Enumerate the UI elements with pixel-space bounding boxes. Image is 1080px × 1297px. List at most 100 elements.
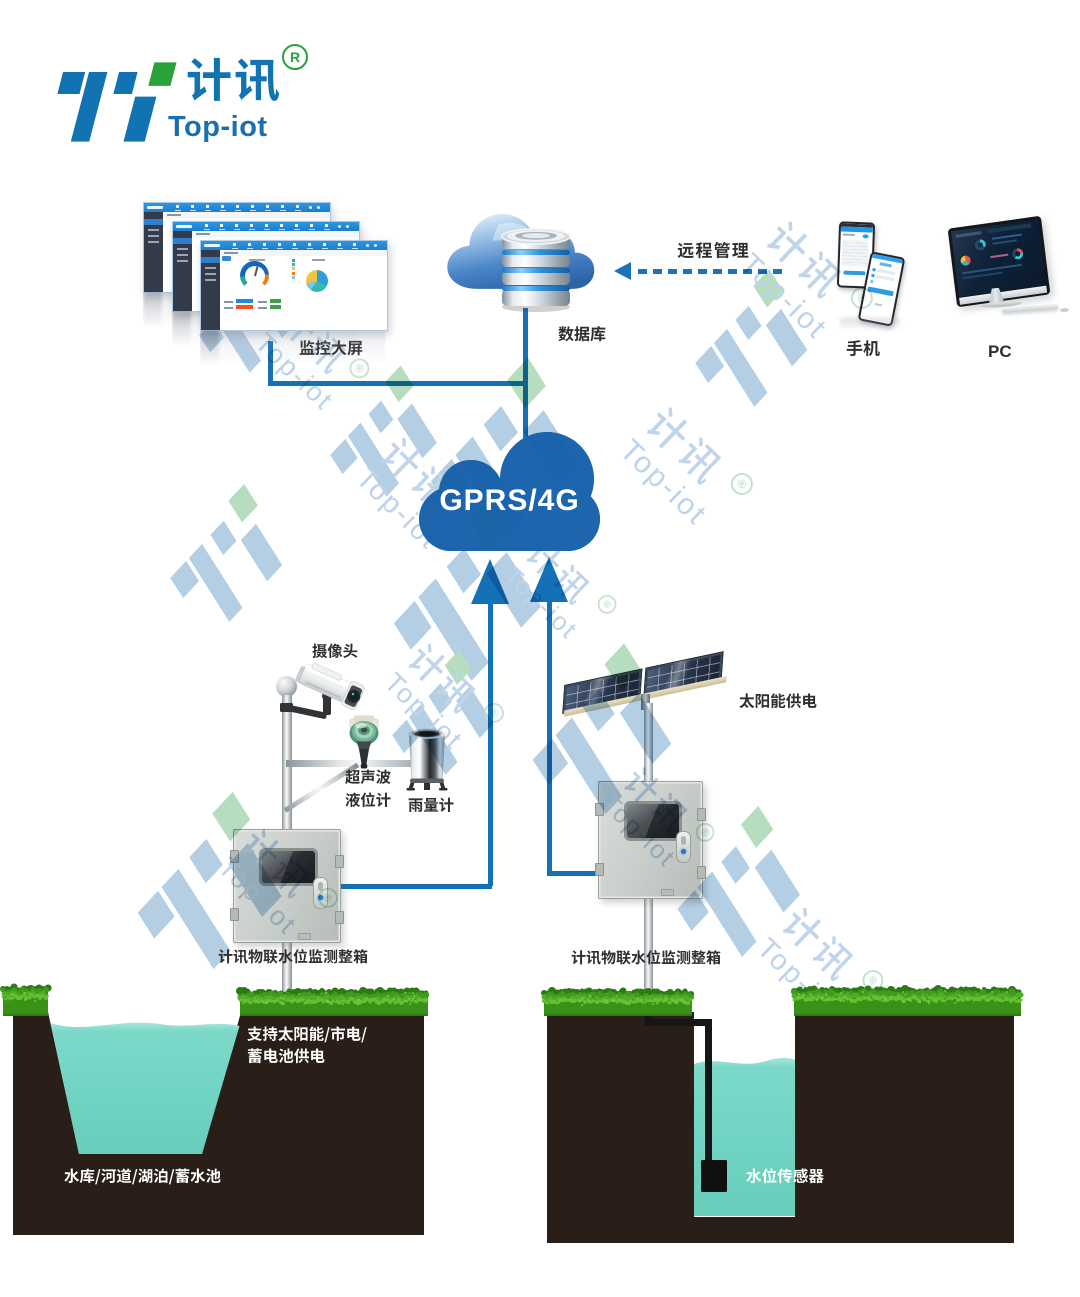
uplink-shaft-left — [487, 598, 493, 886]
watermark-tiles-svg-9 — [158, 483, 306, 633]
control-cabinet-right — [595, 781, 706, 899]
label-level-sensor: 水位传感器 — [746, 1168, 824, 1185]
label-rain-gauge-glyphs — [408, 797, 454, 812]
gprs-cloud-front: GPRS/4G — [419, 432, 600, 552]
monitor-window-3 — [200, 240, 388, 372]
pc-workstation — [942, 215, 1072, 321]
label-ultrasonic-line2: 液位计 — [345, 792, 391, 809]
watermark-brand-cn-glyphs-7 — [404, 640, 480, 716]
watermark-brand-cn-glyphs-1 — [642, 403, 727, 487]
watermark-tiles-9 — [158, 483, 306, 633]
window-sidebar — [144, 212, 163, 292]
cabinet-vent — [298, 933, 311, 940]
watermark-text-1: ® Top-iot — [613, 403, 758, 542]
window-titlebar — [144, 203, 330, 212]
label-level-sensor-glyphs — [746, 1168, 824, 1184]
label-solar-glyphs — [739, 693, 817, 709]
grass-right-near — [541, 987, 695, 1016]
window-reflection — [200, 330, 386, 372]
gauge-chart — [240, 261, 269, 290]
watermark-tiles-svg-2 — [683, 268, 831, 418]
label-power-note-line1: 支持太阳能/市电/ — [247, 1026, 367, 1043]
logo-brand-cn: 计讯 — [186, 57, 280, 106]
label-rain-gauge: 雨量计 — [408, 797, 454, 814]
uplink-horizontal-right — [547, 871, 598, 876]
pc-dashboard-screen — [950, 219, 1047, 297]
cabinet-handle — [676, 831, 691, 863]
phones-reflection — [840, 318, 900, 330]
database-cylinders — [501, 228, 571, 312]
level-sensor-body — [701, 1160, 727, 1192]
label-station-left: 计讯物联水位监测整箱 — [217, 949, 369, 965]
remote-management-arrowhead — [614, 262, 631, 280]
logo-registered-icon: ®R — [282, 44, 308, 70]
label-phone-glyphs — [846, 340, 880, 357]
camera-bracket — [280, 691, 332, 719]
label-ultrasonic-line1: 超声波 — [345, 769, 391, 786]
uplink-horizontal-left — [338, 884, 492, 889]
cabinet-vent — [661, 889, 674, 896]
label-remote-management: 远程管理 — [677, 242, 749, 260]
label-phone: 手机 — [846, 340, 880, 358]
chart-legend — [292, 259, 296, 280]
ground-right — [541, 985, 1024, 1243]
label-database: 数据库 — [557, 326, 607, 343]
topiot-logo: 计讯 ®R Top-iot — [0, 0, 330, 160]
label-camera-glyphs — [312, 643, 358, 659]
window-content-tab — [222, 256, 231, 261]
grass-left-main — [236, 987, 430, 1016]
water-pool — [50, 1022, 240, 1154]
control-cabinet-left — [230, 829, 344, 943]
window-titlebar — [201, 241, 387, 250]
label-solar: 太阳能供电 — [739, 693, 817, 710]
pc-mouse — [1059, 307, 1070, 313]
window-sidebar — [173, 231, 192, 311]
database-group — [440, 200, 610, 320]
label-camera: 摄像头 — [312, 643, 358, 660]
camera-housing — [295, 663, 365, 710]
cabinet-window — [624, 801, 682, 841]
watermark-brand-en: Top-iot — [733, 247, 834, 346]
cctv-camera — [280, 663, 365, 719]
window-titlebar — [173, 222, 359, 231]
watermark-registered-icon: ® — [480, 698, 509, 727]
watermark-registered-icon: ® — [726, 468, 758, 500]
remote-management-dashes — [638, 269, 784, 274]
rain-gauge — [406, 726, 448, 791]
label-database-glyphs — [558, 326, 606, 342]
table-row — [224, 297, 286, 303]
left-crossbar — [286, 760, 436, 767]
window-content — [220, 256, 387, 330]
watermark-brand-cn-glyphs-4 — [778, 903, 859, 983]
logo-brand-en: Top-iot — [168, 111, 268, 143]
gprs-cloud-overlay — [419, 432, 600, 551]
soil-left — [13, 1012, 424, 1235]
label-station-right-glyphs — [571, 950, 721, 965]
table-row — [224, 303, 286, 309]
label-power-line2-glyphs — [247, 1048, 325, 1064]
ultrasonic-level-sensor — [349, 715, 379, 769]
logo-tiles-icon — [57, 62, 177, 142]
label-station-right: 计讯物联水位监测整箱 — [570, 950, 722, 966]
label-water-body-glyphs — [64, 1168, 221, 1185]
watermark-brand-en: Top-iot — [613, 433, 714, 532]
soil-right — [547, 1012, 1014, 1243]
ground-left — [0, 983, 430, 1235]
label-station-left-glyphs — [218, 949, 368, 964]
label-ultrasonic-line2-glyphs — [345, 792, 391, 807]
grass-right-far — [791, 985, 1024, 1016]
label-pc: PC — [988, 342, 1012, 361]
label-water-body: 水库/河道/湖泊/蓄水池 — [64, 1168, 221, 1185]
gprs-cloud-label: GPRS/4G — [439, 484, 580, 517]
window-sidebar — [201, 250, 220, 330]
label-remote-glyphs — [677, 242, 749, 259]
phones-group — [830, 218, 910, 330]
pie-chart — [306, 270, 328, 292]
pie-title-bar — [312, 259, 325, 261]
cabinet-window — [259, 848, 318, 886]
label-power-note-line2: 蓄电池供电 — [247, 1048, 325, 1065]
label-power-line1-glyphs — [247, 1026, 367, 1043]
left-pole-sphere — [276, 676, 297, 697]
watermark-tiles-2 — [683, 268, 831, 418]
line-screens-to-junction — [268, 381, 528, 386]
